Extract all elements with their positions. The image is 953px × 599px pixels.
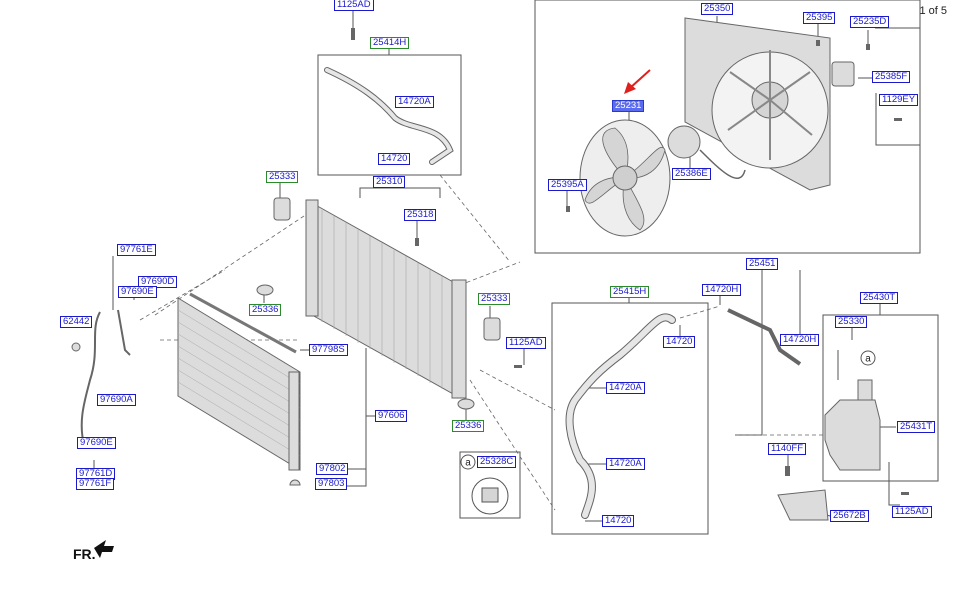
part-label-1129ey[interactable]: 1129EY — [879, 94, 919, 106]
part-label-25318[interactable]: 25318 — [404, 209, 437, 221]
part-label-25336-left[interactable]: 25336 — [249, 304, 282, 316]
part-label-25386e[interactable]: 25386E — [672, 168, 711, 180]
part-label-25333-right[interactable]: 25333 — [478, 293, 511, 305]
bolt-frame — [875, 93, 920, 146]
upper-hose — [324, 67, 454, 165]
part-label-14720-upper[interactable]: 14720 — [378, 153, 411, 165]
part-label-97690e-lower[interactable]: 97690E — [77, 437, 116, 449]
pointer-arrow — [624, 69, 651, 94]
part-label-25672b[interactable]: 25672B — [830, 510, 869, 522]
part-label-97606[interactable]: 97606 — [375, 410, 408, 422]
coolant-reservoir: a — [824, 350, 881, 471]
part-label-1125ad-top[interactable]: 1125AD — [334, 0, 374, 11]
part-label-14720a-upper[interactable]: 14720A — [395, 96, 434, 108]
part-label-25328c[interactable]: 25328C — [477, 456, 517, 468]
part-label-25385f[interactable]: 25385F — [872, 71, 911, 83]
part-label-25395[interactable]: 25395 — [803, 12, 836, 24]
front-arrow-icon — [94, 540, 114, 558]
lower-hose — [565, 313, 676, 519]
part-label-1125ad-mid[interactable]: 1125AD — [506, 337, 546, 349]
breather-hose — [727, 308, 802, 366]
fan-motor — [667, 125, 746, 179]
part-label-97761e[interactable]: 97761E — [117, 244, 156, 256]
part-label-25336-right[interactable]: 25336 — [452, 420, 485, 432]
fan-blade — [579, 119, 671, 237]
part-label-25395a[interactable]: 25395A — [548, 179, 587, 191]
part-label-97802[interactable]: 97802 — [316, 463, 349, 475]
callout-box — [459, 451, 521, 519]
part-label-25235d[interactable]: 25235D — [850, 16, 890, 28]
fan-shroud — [684, 17, 855, 191]
part-label-97803[interactable]: 97803 — [315, 478, 348, 490]
part-label-1140ff[interactable]: 1140FF — [768, 443, 807, 455]
callout-symbol: a — [465, 458, 471, 469]
part-label-25430t[interactable]: 25430T — [860, 292, 899, 304]
part-label-25350[interactable]: 25350 — [701, 3, 734, 15]
radiator — [305, 199, 467, 399]
condenser — [177, 292, 301, 471]
part-label-25333-left[interactable]: 25333 — [266, 171, 299, 183]
part-label-14720h-2[interactable]: 14720H — [780, 334, 820, 346]
reservoir-bracket — [777, 489, 829, 521]
part-label-62442[interactable]: 62442 — [60, 316, 93, 328]
part-label-97798s[interactable]: 97798S — [309, 344, 348, 356]
bolts — [351, 28, 909, 495]
mount-brackets — [71, 197, 501, 486]
part-label-14720-lower-bottom[interactable]: 14720 — [602, 515, 635, 527]
part-label-14720a-lower-1[interactable]: 14720A — [606, 382, 645, 394]
part-label-25310[interactable]: 25310 — [373, 176, 406, 188]
part-label-97690d[interactable]: 97690D — [138, 276, 178, 288]
fan-group-frame — [534, 0, 921, 254]
part-label-97690e-upper[interactable]: 97690E — [118, 286, 157, 298]
page-indicator: 1 of 5 — [919, 5, 947, 17]
part-label-25415h[interactable]: 25415H — [610, 286, 650, 298]
part-label-14720h-1[interactable]: 14720H — [702, 284, 742, 296]
part-label-14720-lower-top[interactable]: 14720 — [663, 336, 696, 348]
ac-lines — [80, 309, 131, 446]
part-label-97761f[interactable]: 97761F — [76, 478, 115, 490]
reservoir-callout-symbol: a — [865, 354, 871, 365]
part-label-25431t[interactable]: 25431T — [897, 421, 936, 433]
part-label-25451[interactable]: 25451 — [746, 258, 779, 270]
front-direction-label: FR. — [73, 546, 96, 562]
part-label-25414h[interactable]: 25414H — [370, 37, 410, 49]
part-label-25231[interactable]: 25231 — [612, 100, 645, 112]
part-label-97690a[interactable]: 97690A — [97, 394, 136, 406]
hose-group-frame-lower — [551, 302, 709, 535]
part-label-14720a-lower-2[interactable]: 14720A — [606, 458, 645, 470]
part-label-1125ad-bottom[interactable]: 1125AD — [892, 506, 932, 518]
part-label-25330[interactable]: 25330 — [835, 316, 868, 328]
